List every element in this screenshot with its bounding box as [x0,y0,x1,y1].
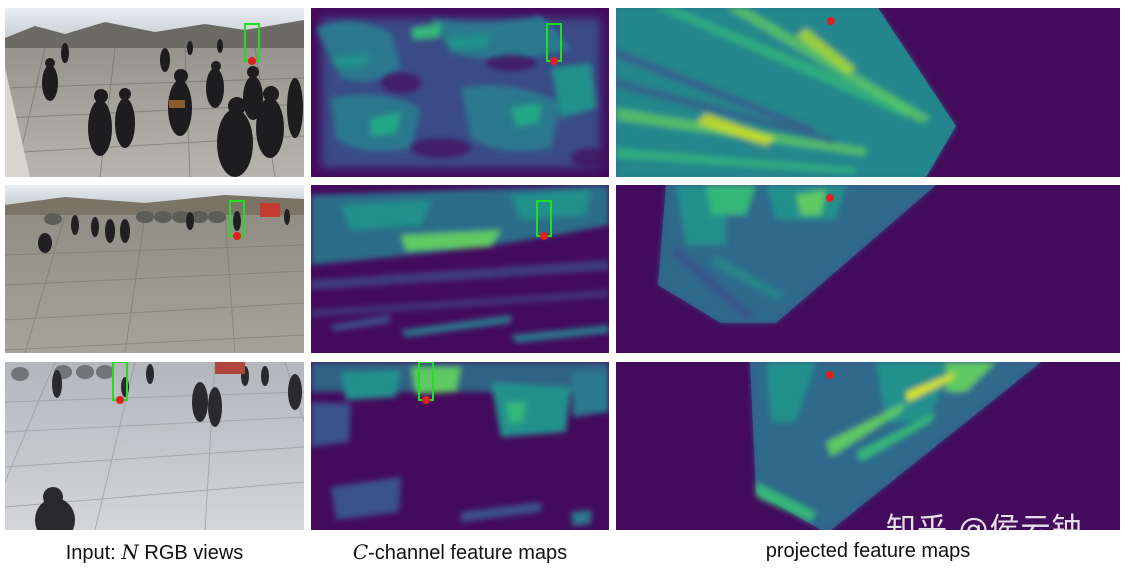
input-view-3 [5,362,304,530]
caption-feature-suffix: -channel feature maps [368,542,568,564]
projected-map-3 [616,362,1120,530]
projected-map-2 [616,185,1120,353]
point-marker [550,57,558,65]
feature-map-1 [311,8,609,177]
point-marker [827,17,835,25]
feature-map-view-1 [311,8,609,177]
caption-feature-maps: C-channel feature maps [311,540,609,565]
feature-map-view-3 [311,362,609,530]
point-marker [540,232,548,240]
feature-map-2 [311,185,609,353]
photo-view-3 [5,362,304,530]
caption-input-suffix: RGB views [138,542,244,564]
point-marker [422,396,430,404]
projected-map-view-1 [616,8,1120,177]
point-marker [826,371,834,379]
point-marker [248,57,256,65]
input-view-1 [5,8,304,177]
caption-input-views: Input: N RGB views [5,540,304,565]
caption-projected-maps: projected feature maps [765,540,971,562]
point-marker [826,194,834,202]
input-view-2 [5,185,304,353]
caption-feature-var: C [352,540,369,564]
projected-map-view-3 [616,362,1120,530]
watermark: 知乎 @侯云钟 [886,512,1083,547]
projected-map-1 [616,8,1120,177]
point-marker [233,232,241,240]
caption-input-prefix: Input: [65,542,122,564]
feature-map-3 [311,362,609,530]
feature-map-view-2 [311,185,609,353]
point-marker [116,396,124,404]
projected-map-view-2 [616,185,1120,353]
photo-view-1 [5,8,304,177]
caption-input-var: N [121,540,139,564]
photo-view-2 [5,185,304,353]
